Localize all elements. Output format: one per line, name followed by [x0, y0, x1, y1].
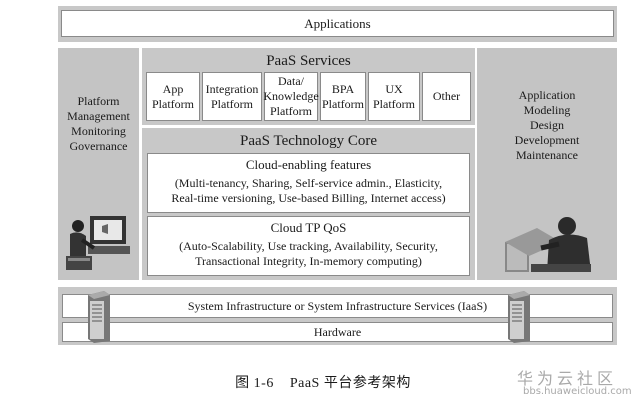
- user-at-computer-icon: [66, 216, 130, 270]
- tech-core-frame: PaaS Technology Core Cloud-enabling feat…: [142, 128, 475, 280]
- watermark-url: bbs.huaweicloud.com: [523, 386, 632, 397]
- user-at-desk-icon: [505, 217, 591, 272]
- tech-core-title: PaaS Technology Core: [240, 132, 377, 149]
- figure-caption: 图 1-6 PaaS 平台参考架构: [235, 376, 411, 391]
- integration-platform-box: Integration Platform: [202, 72, 262, 121]
- qos-box: Cloud TP QoS (Auto-Scalability, Use trac…: [147, 216, 470, 276]
- qos-title: Cloud TP QoS: [270, 220, 347, 235]
- cloud-enabling-box: Cloud-enabling features (Multi-tenancy, …: [147, 153, 470, 213]
- application-modeling-text: Application Modeling Design Development …: [514, 88, 580, 162]
- platform-management-text: Platform Management Monitoring Governanc…: [67, 94, 130, 153]
- other-box: Other: [422, 72, 471, 121]
- paas-services-title: PaaS Services: [266, 52, 351, 69]
- hardware-box: Hardware: [62, 322, 613, 342]
- applications-box: Applications: [61, 10, 614, 37]
- server-icon-right: [508, 291, 530, 343]
- cloud-enabling-text: (Multi-tenancy, Sharing, Self-service ad…: [171, 176, 446, 205]
- bpa-platform-box: BPA Platform: [320, 72, 366, 121]
- ux-platform-box: UX Platform: [368, 72, 420, 121]
- data-knowledge-platform-box: Data/ Knowledge Platform: [263, 72, 319, 121]
- left-panel: Platform Management Monitoring Governanc…: [58, 48, 139, 280]
- cloud-enabling-title: Cloud-enabling features: [245, 157, 372, 172]
- server-icon: [88, 291, 110, 343]
- paas-services-frame: PaaS Services App Platform Integration P…: [142, 48, 475, 125]
- qos-text: (Auto-Scalability, Use tracking, Availab…: [179, 239, 438, 268]
- watermark-title: 华为云社区: [517, 369, 618, 388]
- infrastructure-frame: System Infrastructure or System Infrastr…: [58, 287, 617, 345]
- applications-frame: Applications: [58, 6, 617, 42]
- right-panel: Application Modeling Design Development …: [477, 48, 617, 280]
- app-platform-box: App Platform: [146, 72, 200, 121]
